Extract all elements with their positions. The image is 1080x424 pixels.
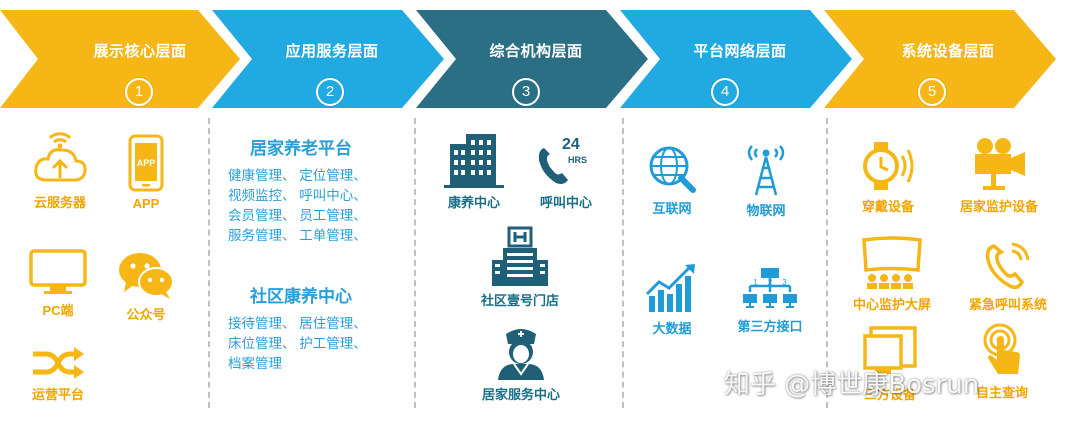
call-center-item: 24 HRS 呼叫中心 [524, 136, 608, 211]
hierarchy-icon [743, 268, 797, 308]
layer-4-title: 平台网络层面 [693, 43, 787, 60]
hospital-building-icon [492, 226, 548, 286]
growth-chart-icon [645, 264, 695, 312]
community-store-label: 社区壹号门店 [480, 293, 559, 308]
third-party-device-label: 三方设备 [863, 387, 916, 402]
monitor-icon [29, 249, 87, 294]
feature-line: 健康管理、 定位管理、 [228, 168, 367, 183]
self-query-label: 自主查询 [975, 385, 1028, 400]
column-divider [208, 118, 210, 408]
column-divider [414, 118, 416, 408]
clock-hrs: HRS [568, 155, 588, 165]
internet-label: 互联网 [652, 201, 692, 216]
chevron-layer-1 [0, 10, 240, 108]
wearable-item: 穿戴设备 [840, 140, 936, 215]
layer-5-title: 系统设备层面 [901, 43, 995, 60]
layer-5-number: 5 [918, 78, 946, 106]
monitor-screen-item: 中心监护大屏 [836, 236, 948, 313]
layer-banner [0, 10, 1056, 108]
chevron-layer-3 [416, 10, 648, 108]
layer-4-number: 4 [711, 78, 739, 106]
touch-tap-icon [983, 323, 1020, 374]
app-label: APP [132, 196, 160, 211]
globe-search-icon [649, 146, 696, 193]
smartphone-icon: APP [128, 134, 164, 192]
emergency-call-label: 紧急呼叫系统 [968, 297, 1047, 312]
smartwatch-icon [863, 142, 914, 190]
call-center-label: 呼叫中心 [539, 195, 592, 210]
video-camera-icon [975, 138, 1025, 190]
home-care-features: 健康管理、 定位管理、 视频监控、 呼叫中心、 会员管理、 员工管理、 服务管理… [228, 166, 367, 246]
feature-line: 会员管理、 员工管理、 [228, 208, 367, 223]
ops-platform-item: 运营平台 [20, 346, 96, 403]
wearable-label: 穿戴设备 [861, 199, 914, 214]
node-number: 2 [767, 278, 773, 287]
feature-line: 档案管理 [228, 356, 282, 371]
nurse-icon [498, 329, 544, 380]
phone-icon [538, 148, 568, 184]
feature-line: 床位管理、 护工管理、 [228, 336, 367, 351]
wechat-icon [119, 253, 174, 299]
community-store-item: 社区壹号门店 [470, 226, 570, 309]
ops-platform-label: 运营平台 [31, 387, 84, 402]
wechat-item: 公众号 [108, 250, 184, 323]
internet-item: 互联网 [640, 144, 704, 217]
pc-label: PC端 [42, 303, 74, 318]
wechat-label: 公众号 [126, 307, 166, 322]
antenna-tower-icon [747, 145, 785, 196]
feature-line: 接待管理、 居住管理、 [228, 316, 367, 331]
chevron-layer-5 [824, 10, 1056, 108]
home-monitor-item: 居家监护设备 [944, 136, 1054, 215]
home-care-platform-title: 居家养老平台 [250, 139, 352, 158]
phone-ringing-icon [985, 242, 1030, 290]
feature-line: 服务管理、 工单管理、 [228, 228, 367, 243]
community-center-title: 社区康养中心 [250, 287, 352, 306]
layer-1-number: 1 [125, 78, 153, 106]
building-icon [444, 134, 504, 188]
self-query-item: 自主查询 [954, 322, 1050, 401]
layer-1-title: 展示核心层面 [93, 43, 187, 60]
home-service-center-item: 居家服务中心 [466, 324, 576, 403]
node-number: 3 [782, 278, 787, 287]
iot-item: 物联网 [734, 140, 798, 219]
bigdata-label: 大数据 [652, 321, 692, 336]
bigdata-item: 大数据 [640, 262, 704, 337]
shuffle-icon [33, 347, 84, 379]
third-party-api-label: 第三方接口 [737, 319, 803, 334]
third-party-api-item: 1 2 3 第三方接口 [724, 266, 816, 335]
call-24h-graphic: 24 HRS [536, 136, 596, 188]
presentation-screen-icon [862, 236, 922, 289]
column-divider [622, 118, 624, 408]
third-party-device-item: 三方设备 [842, 326, 938, 403]
monitor-screen-label: 中心监护大屏 [852, 297, 931, 312]
chevron-layer-4 [620, 10, 852, 108]
node-number: 1 [753, 278, 758, 287]
pc-item: PC端 [20, 248, 96, 319]
cloud-server-label: 云服务器 [33, 195, 86, 210]
community-features: 接待管理、 居住管理、 床位管理、 护工管理、 档案管理 [228, 314, 367, 374]
iot-label: 物联网 [746, 203, 786, 218]
home-monitor-label: 居家监护设备 [959, 199, 1038, 214]
kangyang-center-item: 康养中心 [432, 130, 516, 211]
cloud-server-item: 云服务器 [20, 128, 100, 211]
feature-line: 视频监控、 呼叫中心、 [228, 188, 367, 203]
column-divider [826, 118, 828, 408]
node-numbers: 1 2 3 [724, 276, 816, 287]
watermark: 知乎 @博世康Bosrun [724, 370, 980, 400]
layer-3-title: 综合机构层面 [489, 43, 583, 60]
chevron-layer-2 [212, 10, 444, 108]
emergency-call-item: 紧急呼叫系统 [952, 240, 1064, 313]
svg-text:APP: APP [137, 158, 156, 168]
devices-icon [863, 326, 917, 374]
layer-2-title: 应用服务层面 [285, 43, 379, 60]
cloud-upload-icon [34, 132, 87, 182]
home-service-center-label: 居家服务中心 [481, 387, 560, 402]
kangyang-center-label: 康养中心 [447, 195, 500, 210]
clock-number: 24 [562, 136, 580, 153]
layer-2-number: 2 [316, 78, 344, 106]
app-item: APP APP [116, 134, 176, 211]
layer-3-number: 3 [512, 78, 540, 106]
